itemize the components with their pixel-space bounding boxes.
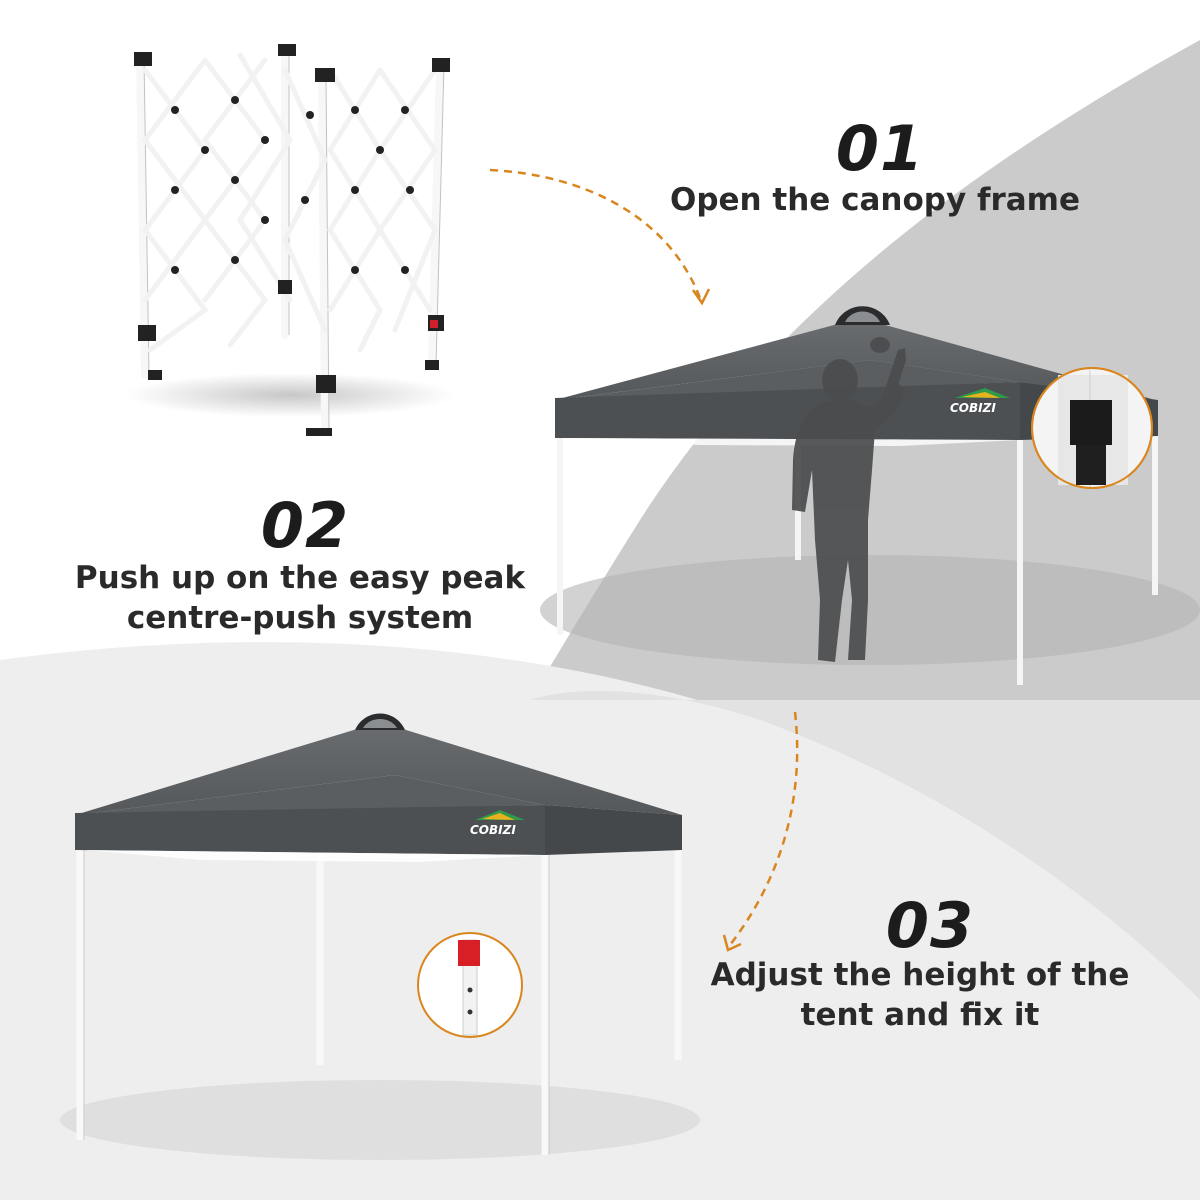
folded-frame-image xyxy=(125,44,455,436)
brand-logo-text-1: COBIZI xyxy=(950,401,996,415)
step-2-text: Push up on the easy peak centre-push sys… xyxy=(74,560,526,636)
step-3-number: 03 xyxy=(885,889,975,962)
background-curve-right xyxy=(530,691,1200,1000)
step-2-number: 02 xyxy=(260,489,350,562)
person-silhouette xyxy=(792,337,906,662)
brand-logo-text-2: COBIZI xyxy=(470,823,516,837)
step-3-text: Adjust the height of the tent and fix it xyxy=(710,957,1130,1033)
tent-adjusted-image: COBIZI xyxy=(60,713,700,1160)
tent-with-person-image: COBIZI xyxy=(540,306,1200,685)
arrow-2 xyxy=(729,711,799,946)
arrow-1 xyxy=(489,168,702,299)
step-1-number: 01 xyxy=(835,112,925,185)
step-1-text: Open the canopy frame xyxy=(669,182,1080,218)
